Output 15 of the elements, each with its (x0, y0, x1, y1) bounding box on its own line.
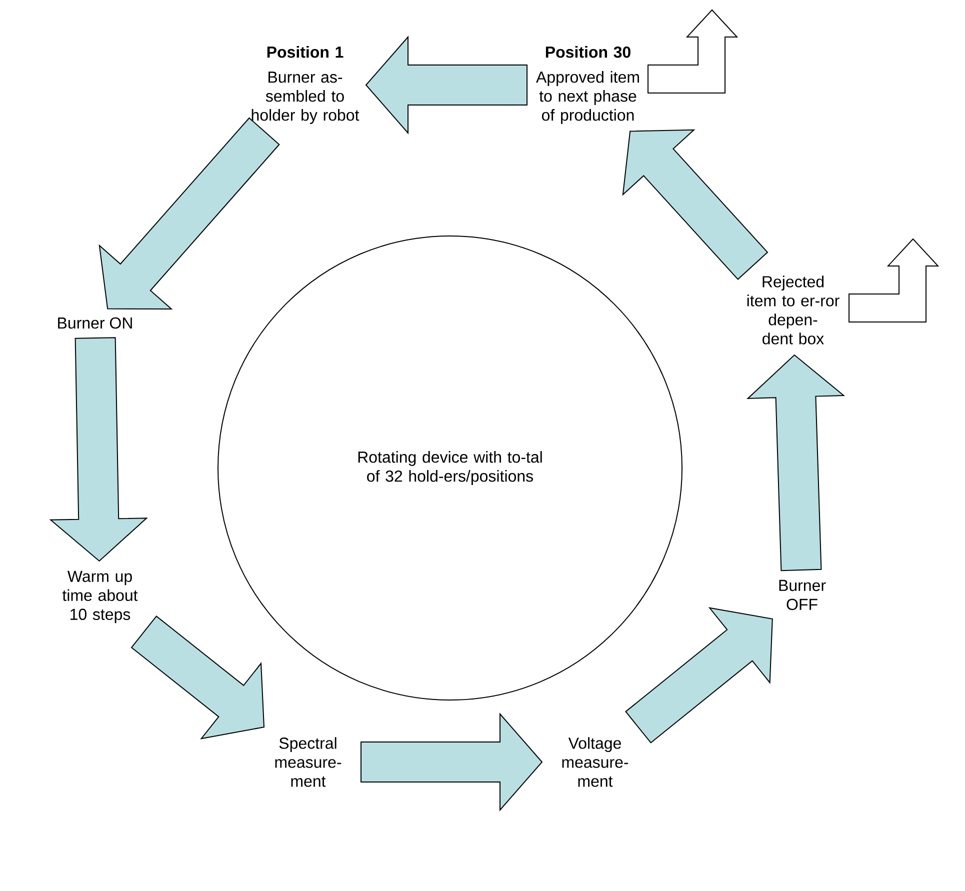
station-label: Spectral measure-ment (275, 737, 342, 787)
station-label: Warm up time about 10 steps (62, 570, 138, 624)
station-label: Position 30 Approved item to next phase of production (536, 46, 639, 124)
block-arrow (746, 354, 846, 572)
station-label: Rejected item to er-ror depen-dent box (747, 276, 840, 344)
block-arrow (49, 337, 148, 562)
bent-arrow (648, 9, 738, 94)
block-arrow (360, 712, 543, 812)
station-label: Position 1 Burner as-sembled to holder by robot (252, 46, 360, 124)
station-label: Burner ON (58, 317, 132, 329)
bent-arrow (848, 238, 940, 322)
block-arrow (625, 607, 773, 744)
station-label: Burner OFF (779, 580, 826, 610)
block-arrow (365, 36, 528, 134)
station-label: Voltage measure-ment (562, 737, 628, 787)
